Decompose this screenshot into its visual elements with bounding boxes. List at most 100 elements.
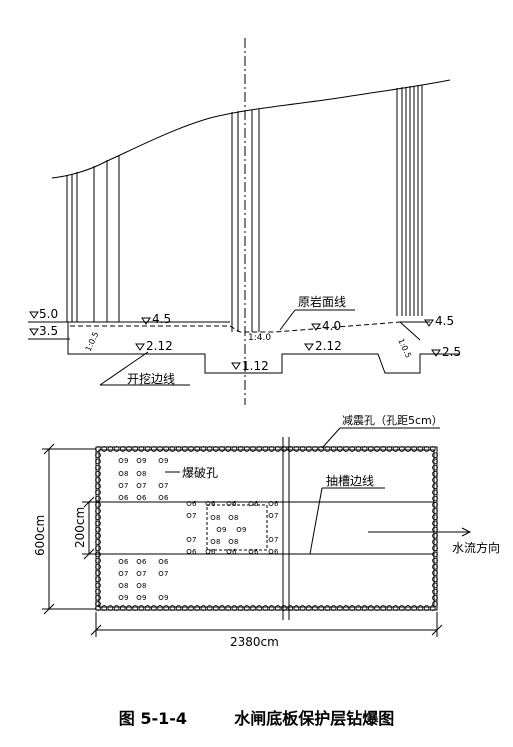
damping-hole [432, 557, 438, 564]
hole-label: 6 [142, 558, 147, 566]
blast-hole [158, 495, 164, 500]
damping-hole [432, 464, 438, 471]
damping-hole [95, 582, 101, 589]
leader-damping [321, 427, 341, 449]
damping-hole [95, 545, 101, 552]
damping-hole [231, 446, 238, 452]
hole-label: 8 [142, 470, 146, 478]
damping-hole [432, 520, 438, 527]
damping-hole [411, 605, 418, 611]
hole-label: 7 [142, 570, 146, 578]
damping-hole [144, 605, 151, 611]
damping-hole [175, 446, 182, 452]
damping-hole [95, 495, 101, 502]
damping-hole [95, 446, 101, 452]
damping-hole [432, 545, 438, 552]
damping-hole [237, 605, 244, 611]
damping-hole [343, 605, 349, 611]
elevation-markers [29, 311, 441, 370]
drawing: 5.0 3.5 4.5 2.12 1.12 4.0 2.12 4.5 2.5 1… [28, 38, 500, 649]
elev-3-5: 3.5 [39, 324, 58, 338]
damping-hole [398, 605, 405, 611]
damping-hole [287, 605, 294, 611]
leader-excavation [99, 351, 149, 386]
damping-hole [181, 446, 188, 452]
blast-hole [118, 583, 124, 588]
damping-hole [212, 605, 219, 611]
blast-hole [186, 513, 192, 518]
damping-hole [219, 446, 225, 452]
damping-hole [411, 446, 418, 452]
blast-hole [236, 527, 242, 532]
blast-hole [158, 458, 164, 463]
damping-hole [423, 605, 430, 611]
damping-hole [95, 605, 101, 611]
hole-label: 8 [142, 582, 146, 590]
damping-hole [212, 446, 219, 452]
hole-label: 6 [124, 558, 129, 566]
drill-lines-left [66, 155, 120, 322]
hole-label: 9 [222, 526, 226, 534]
blast-hole [136, 583, 142, 588]
damping-hole [398, 446, 405, 452]
blast-hole [186, 501, 192, 506]
damping-hole [432, 508, 438, 514]
elev-4-5-left: 4.5 [152, 312, 171, 326]
damping-hole [293, 446, 300, 452]
damping-hole [432, 582, 438, 589]
damping-hole [324, 605, 331, 611]
hole-label: 6 [211, 548, 216, 556]
hole-label: 9 [142, 594, 146, 602]
damping-hole [113, 446, 120, 452]
damping-hole [374, 605, 380, 611]
slope-left: 1:0.5 [84, 330, 101, 352]
hole-label: 6 [192, 500, 197, 508]
damping-hole [355, 446, 362, 452]
rock-surface-line [51, 79, 451, 179]
damping-hole [432, 539, 438, 545]
hole-label: 8 [124, 470, 128, 478]
section-labels: 5.0 3.5 4.5 2.12 1.12 4.0 2.12 4.5 2.5 1… [39, 294, 461, 386]
damping-hole [432, 526, 438, 533]
blast-hole [268, 549, 274, 554]
blast-hole [118, 495, 124, 500]
damping-hole [349, 605, 356, 611]
hole-label: 6 [274, 500, 279, 508]
center-blast-box [206, 504, 268, 551]
damping-hole [206, 605, 213, 611]
damping-hole [95, 470, 101, 477]
blast-hole [118, 571, 124, 576]
damping-hole [95, 458, 101, 465]
blast-hole [228, 539, 234, 544]
plan-labels: 减震孔（孔距5cm） 爆破孔 抽槽边线 水流方向 600cm 200cm 238… [33, 414, 500, 649]
hole-label: 8 [124, 582, 128, 590]
blast-hole [118, 483, 124, 488]
hole-label: 6 [254, 500, 259, 508]
hole-label: 6 [142, 494, 147, 502]
damping-hole [138, 605, 145, 611]
damping-hole [312, 605, 318, 611]
damping-hole [95, 532, 101, 539]
damping-hole [231, 605, 238, 611]
damping-hole [429, 446, 436, 452]
damping-holes [95, 446, 438, 611]
blast-hole [118, 595, 124, 600]
damping-hole [293, 605, 300, 611]
elev-5-0: 5.0 [39, 307, 58, 321]
damping-hole [432, 514, 438, 521]
dim-length-label: 2380cm [230, 635, 279, 649]
blast-hole [186, 537, 192, 542]
damping-hole [367, 605, 374, 611]
blast-hole [158, 571, 164, 576]
damping-hole [392, 446, 399, 452]
damping-hole [361, 605, 368, 611]
hole-label: 6 [192, 548, 197, 556]
blast-hole [210, 515, 216, 520]
dim-trench-width-label: 200cm [73, 507, 87, 548]
damping-hole [163, 446, 170, 452]
damping-hole [119, 446, 126, 452]
damping-hole [243, 446, 250, 452]
damping-hole [95, 508, 101, 514]
hole-label: 6 [124, 494, 129, 502]
damping-hole [256, 605, 263, 611]
